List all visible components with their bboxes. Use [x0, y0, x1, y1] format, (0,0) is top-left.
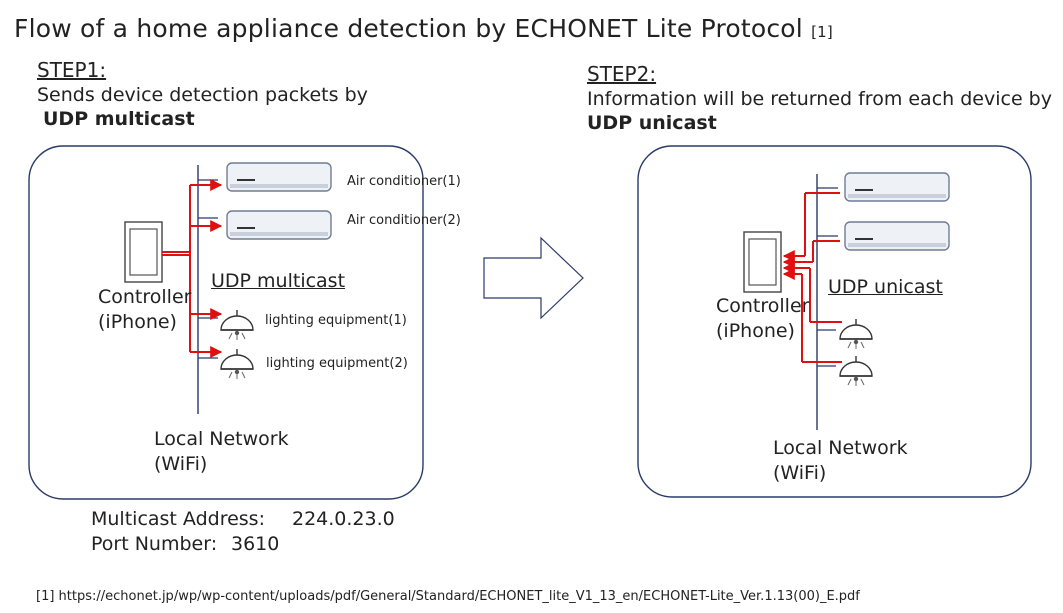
step2-controller-sublabel: (iPhone): [716, 320, 795, 342]
step2-phone-icon: [743, 231, 782, 293]
step1-network-sublabel: (WiFi): [154, 453, 208, 475]
step2-aircon-2-icon: [844, 221, 950, 251]
step-arrow-icon: [483, 236, 584, 320]
step2-lamp-2-icon: [839, 355, 873, 387]
step1-lamp-1-icon: [220, 309, 254, 341]
step1-udp-label: UDP multicast: [211, 270, 346, 292]
step2-controller-label: Controller: [716, 295, 810, 317]
step1-network-label: Local Network: [154, 428, 289, 450]
step2-network-box: [637, 145, 1032, 498]
step1-controller-sublabel: (iPhone): [98, 311, 177, 333]
step1-method: UDP multicast: [43, 108, 195, 130]
multicast-address-value: 224.0.23.0: [292, 508, 395, 530]
footnote-reference: [1] https://echonet.jp/wp/wp-content/upl…: [36, 589, 860, 604]
multicast-address-label: Multicast Address:: [91, 508, 265, 530]
step1-multicast-signal: [162, 179, 223, 358]
step2-aircon-1-icon: [844, 172, 950, 202]
step1-lamp-2-icon: [220, 348, 254, 380]
title-text: Flow of a home appliance detection by EC…: [14, 14, 803, 43]
step1-device-aircon-1: Air conditioner(1): [347, 174, 461, 189]
step1-device-aircon-2: Air conditioner(2): [347, 213, 461, 228]
step1-network-box: [28, 145, 424, 500]
step2-method: UDP unicast: [587, 112, 717, 134]
step1-label: STEP1:: [37, 58, 107, 82]
step1-description: Sends device detection packets by: [37, 84, 368, 106]
step2-unicast-signal: [782, 192, 842, 363]
step2-description: Information will be returned from each d…: [587, 88, 1052, 110]
page-title: Flow of a home appliance detection by EC…: [14, 14, 833, 43]
step1-controller-label: Controller: [98, 286, 192, 308]
port-number-value: 3610: [231, 533, 280, 555]
port-number-label: Port Number:: [91, 533, 218, 555]
step2-network-label: Local Network: [773, 437, 908, 459]
step2-label: STEP2:: [587, 62, 657, 86]
step1-device-lighting-1: lighting equipment(1): [265, 313, 407, 328]
step1-aircon-1-icon: [226, 162, 332, 192]
step2-lamp-1-icon: [839, 318, 873, 350]
step2-network-sublabel: (WiFi): [773, 462, 827, 484]
step2-udp-label: UDP unicast: [828, 276, 943, 298]
title-reference: [1]: [811, 23, 833, 41]
step1-aircon-2-icon: [226, 210, 332, 240]
step1-device-lighting-2: lighting equipment(2): [266, 356, 408, 371]
step1-phone-icon: [124, 221, 163, 283]
